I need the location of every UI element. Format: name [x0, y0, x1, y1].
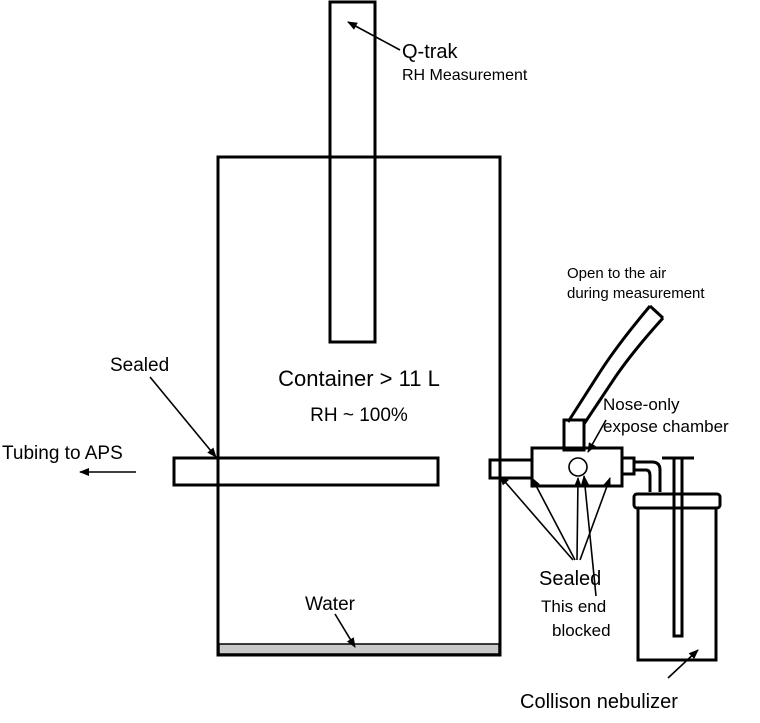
- container-box: [216, 155, 502, 657]
- chamber-inner-circle: [568, 457, 588, 477]
- nebulizer-plunger-rod: [672, 456, 684, 638]
- sealed-pointer-4: [579, 477, 611, 561]
- nose-only-label-2: expose chamber: [603, 417, 729, 436]
- collison-pointer: [667, 649, 699, 679]
- this-end-label-1: This end: [541, 597, 606, 616]
- this-end-label-2: blocked: [552, 621, 611, 640]
- nose-only-pointer: [587, 419, 607, 453]
- water-layer: [218, 643, 500, 655]
- qtrak-label: Q-trak: [402, 41, 459, 63]
- open-air-label-2: during measurement: [567, 285, 705, 302]
- open-air-tube-right: [582, 316, 665, 425]
- nebulizer-connector-inner: [634, 468, 652, 492]
- sealed-left-label: Sealed: [110, 355, 169, 376]
- nebulizer-jar: [636, 506, 718, 662]
- sealed-right-label: Sealed: [539, 568, 601, 590]
- nebulizer-lid: [632, 492, 722, 510]
- water-pointer: [334, 613, 356, 648]
- rh-label: RH ~ 100%: [310, 405, 408, 426]
- chamber-left-port: [488, 458, 534, 480]
- blocked-end-pointer: [580, 475, 597, 597]
- qtrak-sublabel: RH Measurement: [402, 67, 528, 84]
- container-label: Container > 11 L: [278, 366, 440, 391]
- sealed-left-pointer: [149, 376, 217, 458]
- qtrak-probe: [328, 0, 377, 344]
- open-air-tube-left: [566, 305, 652, 423]
- collison-label: Collison nebulizer: [520, 691, 678, 713]
- sealed-pointer-3: [573, 477, 582, 561]
- open-air-tube-end: [648, 304, 665, 320]
- tubing-label: Tubing to APS: [2, 443, 123, 464]
- nose-only-label-1: Nose-only: [603, 395, 680, 414]
- chamber-top-port: [562, 418, 586, 452]
- qtrak-arrow: [347, 21, 401, 51]
- sealed-pointer-2: [531, 477, 576, 561]
- water-label: Water: [305, 594, 356, 615]
- sealed-pointer-1: [499, 475, 574, 561]
- nebulizer-connector-outer: [634, 460, 662, 492]
- aps-tubing: [172, 456, 440, 487]
- open-air-label-1: Open to the air: [567, 265, 666, 282]
- chamber-right-port: [620, 456, 636, 476]
